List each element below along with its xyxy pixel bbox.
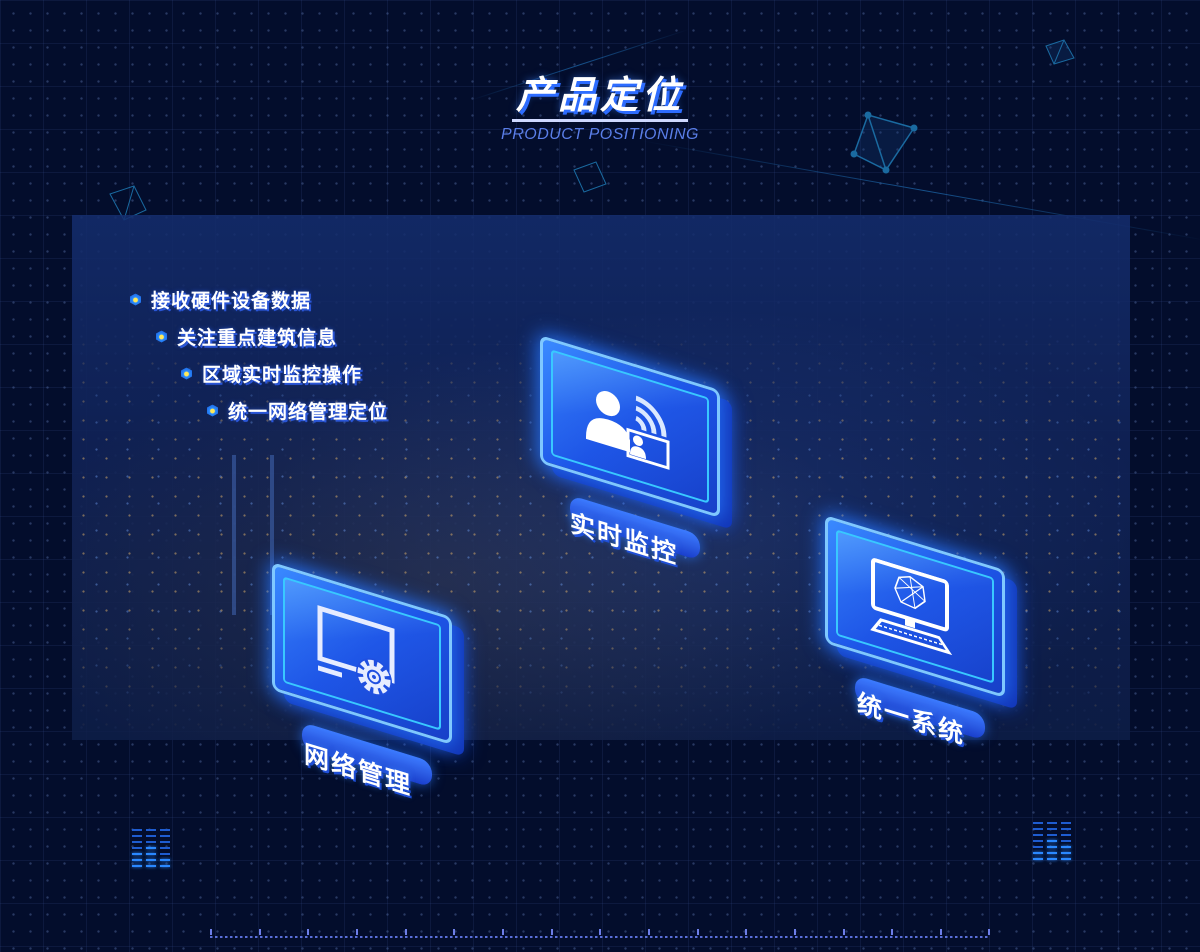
feature-item: 关注重点建筑信息 (156, 323, 337, 350)
module-unified-system[interactable]: 统一系统 (825, 515, 1015, 765)
feature-label: 统一网络管理定位 (228, 401, 389, 423)
network-triangle-icon (850, 111, 918, 174)
network-triangle-icon (1045, 39, 1075, 65)
hexagon-bullet-icon (181, 367, 192, 380)
feature-item: 区域实时监控操作 (181, 360, 362, 387)
ruler-decoration (210, 920, 990, 940)
hexagon-bullet-icon (207, 404, 218, 417)
user-broadcast-icon (586, 391, 670, 470)
page-title: 产品定位 (511, 72, 688, 122)
bridge-tower (232, 455, 236, 615)
page-header: 产品定位 PRODUCT POSITIONING (0, 72, 1200, 144)
equalizer-decoration-right (1033, 822, 1071, 860)
hexagon-bullet-icon (156, 330, 167, 343)
network-triangle-icon (573, 161, 607, 193)
equalizer-decoration-left (132, 829, 170, 867)
network-triangle-icon (109, 185, 147, 221)
module-realtime-monitoring[interactable]: 实时监控 (540, 335, 730, 585)
bridge-tower (270, 455, 274, 615)
feature-item: 统一网络管理定位 (207, 397, 388, 424)
desktop-network-icon (870, 558, 953, 656)
feature-label: 关注重点建筑信息 (177, 327, 338, 349)
page-subtitle: PRODUCT POSITIONING (501, 126, 699, 143)
module-network-management[interactable]: 网络管理 (272, 562, 462, 812)
feature-label: 接收硬件设备数据 (151, 290, 312, 312)
hexagon-bullet-icon (130, 293, 141, 306)
monitor-gear-icon (317, 605, 395, 696)
feature-item: 接收硬件设备数据 (130, 286, 311, 313)
feature-label: 区域实时监控操作 (202, 364, 363, 386)
